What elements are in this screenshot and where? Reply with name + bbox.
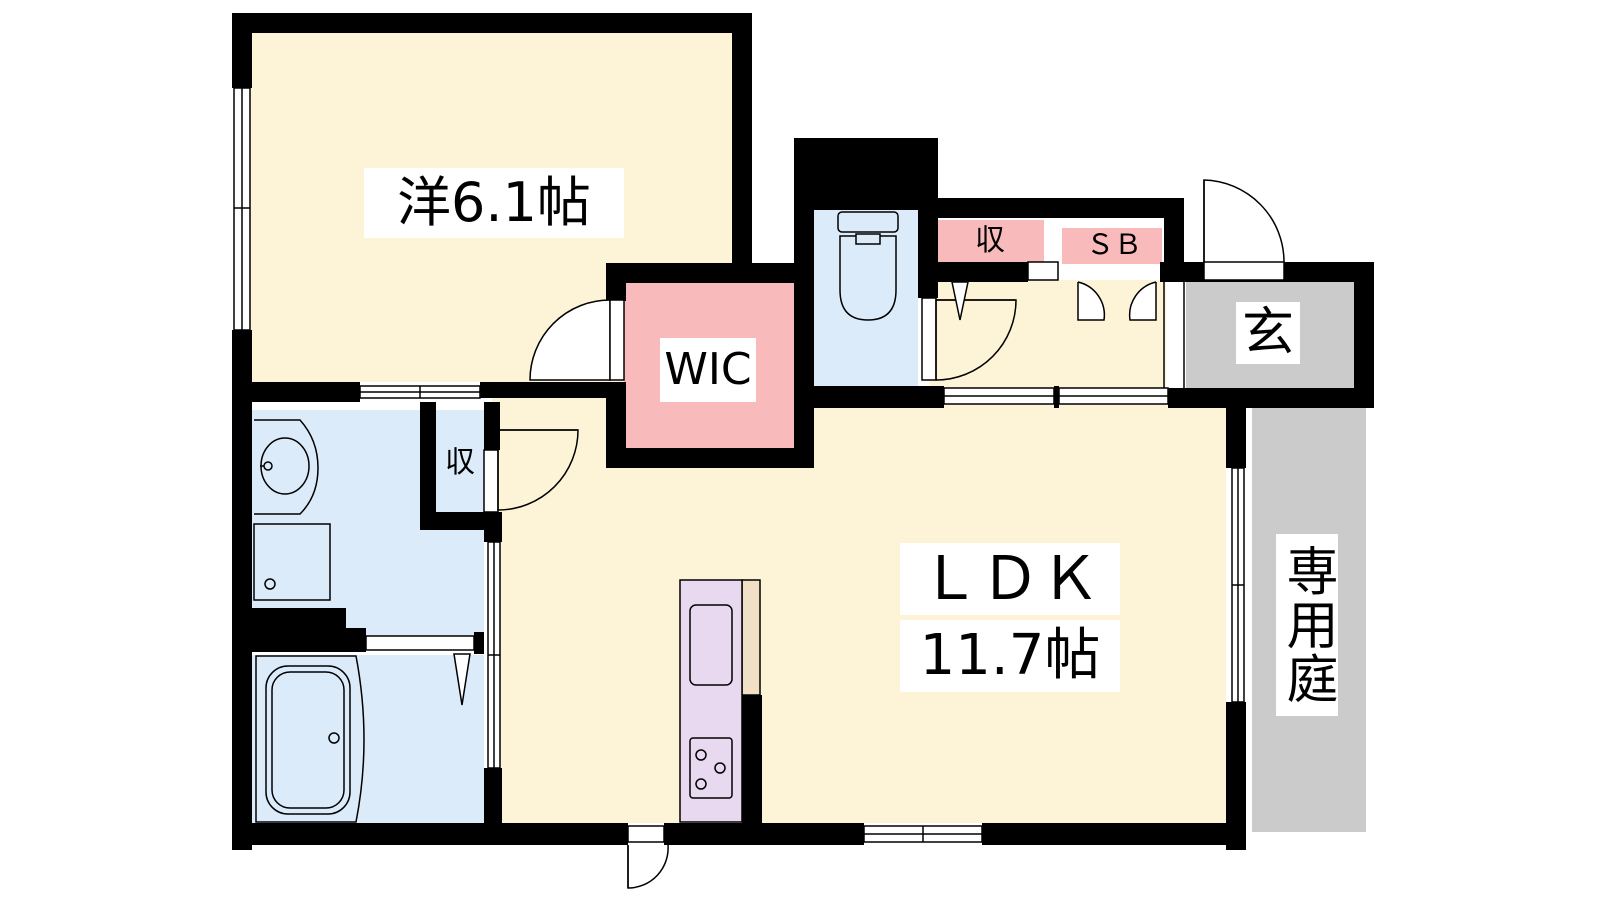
wic-label: WIC: [660, 338, 756, 402]
shoebox-floor: [1062, 228, 1162, 264]
hall-floor: [930, 280, 1166, 390]
private-garden-label: 専用庭: [1276, 534, 1338, 716]
windows: [233, 87, 1245, 843]
bathtub-icon: [255, 655, 365, 823]
walls: [232, 13, 1374, 850]
shoe-box-label: ＳＢ: [1085, 228, 1142, 261]
toilet-icon: [837, 211, 899, 321]
entrance-label: 玄: [1236, 302, 1300, 364]
storage-left-label: 収: [445, 445, 475, 480]
washing-machine-icon: [253, 523, 331, 601]
stove-icon: [689, 737, 733, 799]
storage-top-floor: [938, 220, 1044, 262]
western-room-label: 洋6.1帖: [364, 168, 624, 238]
washbasin-icon: [254, 419, 319, 515]
ldk-label: ＬＤＫ: [900, 543, 1120, 615]
sliding-doors: [359, 261, 1169, 769]
swing-doors: [453, 179, 1285, 889]
sink-icon: [689, 604, 733, 686]
storage-top-label: 収: [975, 223, 1005, 258]
ldk-size-label: 11.7帖: [900, 620, 1120, 692]
